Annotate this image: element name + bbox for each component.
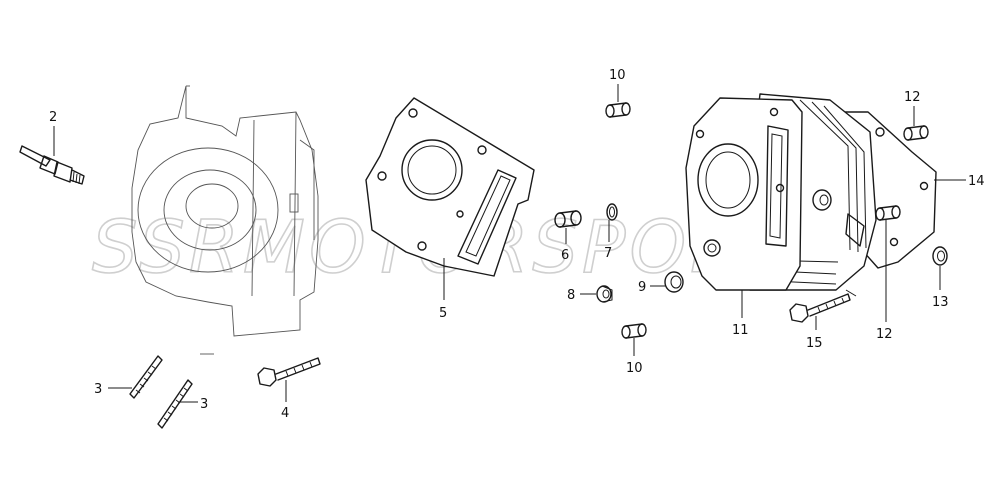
callout-5: 5: [439, 306, 447, 321]
callout-7: 7: [604, 246, 612, 261]
callout-2: 2: [49, 110, 57, 125]
o-ring-icon: [596, 285, 613, 303]
hex-bolt-icon: [257, 357, 321, 387]
callout-3b: 3: [200, 397, 208, 412]
spark-plug-icon: [19, 145, 85, 185]
crankcase-icon: [131, 85, 319, 355]
dowel-pin-icon: [903, 125, 929, 141]
o-ring-icon: [932, 246, 948, 266]
hex-bolt-icon: [789, 289, 857, 323]
dowel-pin-icon: [621, 323, 647, 339]
cylinder-gasket-icon: [365, 97, 535, 277]
callout-8: 8: [567, 288, 575, 303]
dowel-pin-icon: [554, 210, 582, 228]
callout-10a: 10: [609, 68, 626, 83]
o-ring-icon: [606, 203, 618, 221]
callout-13: 13: [932, 295, 949, 310]
callout-6: 6: [561, 248, 569, 263]
callout-9: 9: [638, 280, 646, 295]
callout-10b: 10: [626, 361, 643, 376]
cylinder-block-icon: [685, 93, 937, 291]
dowel-pin-icon: [875, 205, 901, 221]
callout-11: 11: [732, 323, 749, 338]
callout-14: 14: [968, 174, 985, 189]
stud-bolt-icon: [157, 379, 193, 429]
dowel-pin-icon: [605, 102, 631, 118]
o-ring-icon: [664, 271, 684, 293]
stud-bolt-icon: [129, 355, 163, 399]
callout-15: 15: [806, 336, 823, 351]
callout-12a: 12: [904, 90, 921, 105]
callout-4: 4: [281, 406, 289, 421]
callout-12b: 12: [876, 327, 893, 342]
callout-3a: 3: [94, 382, 102, 397]
